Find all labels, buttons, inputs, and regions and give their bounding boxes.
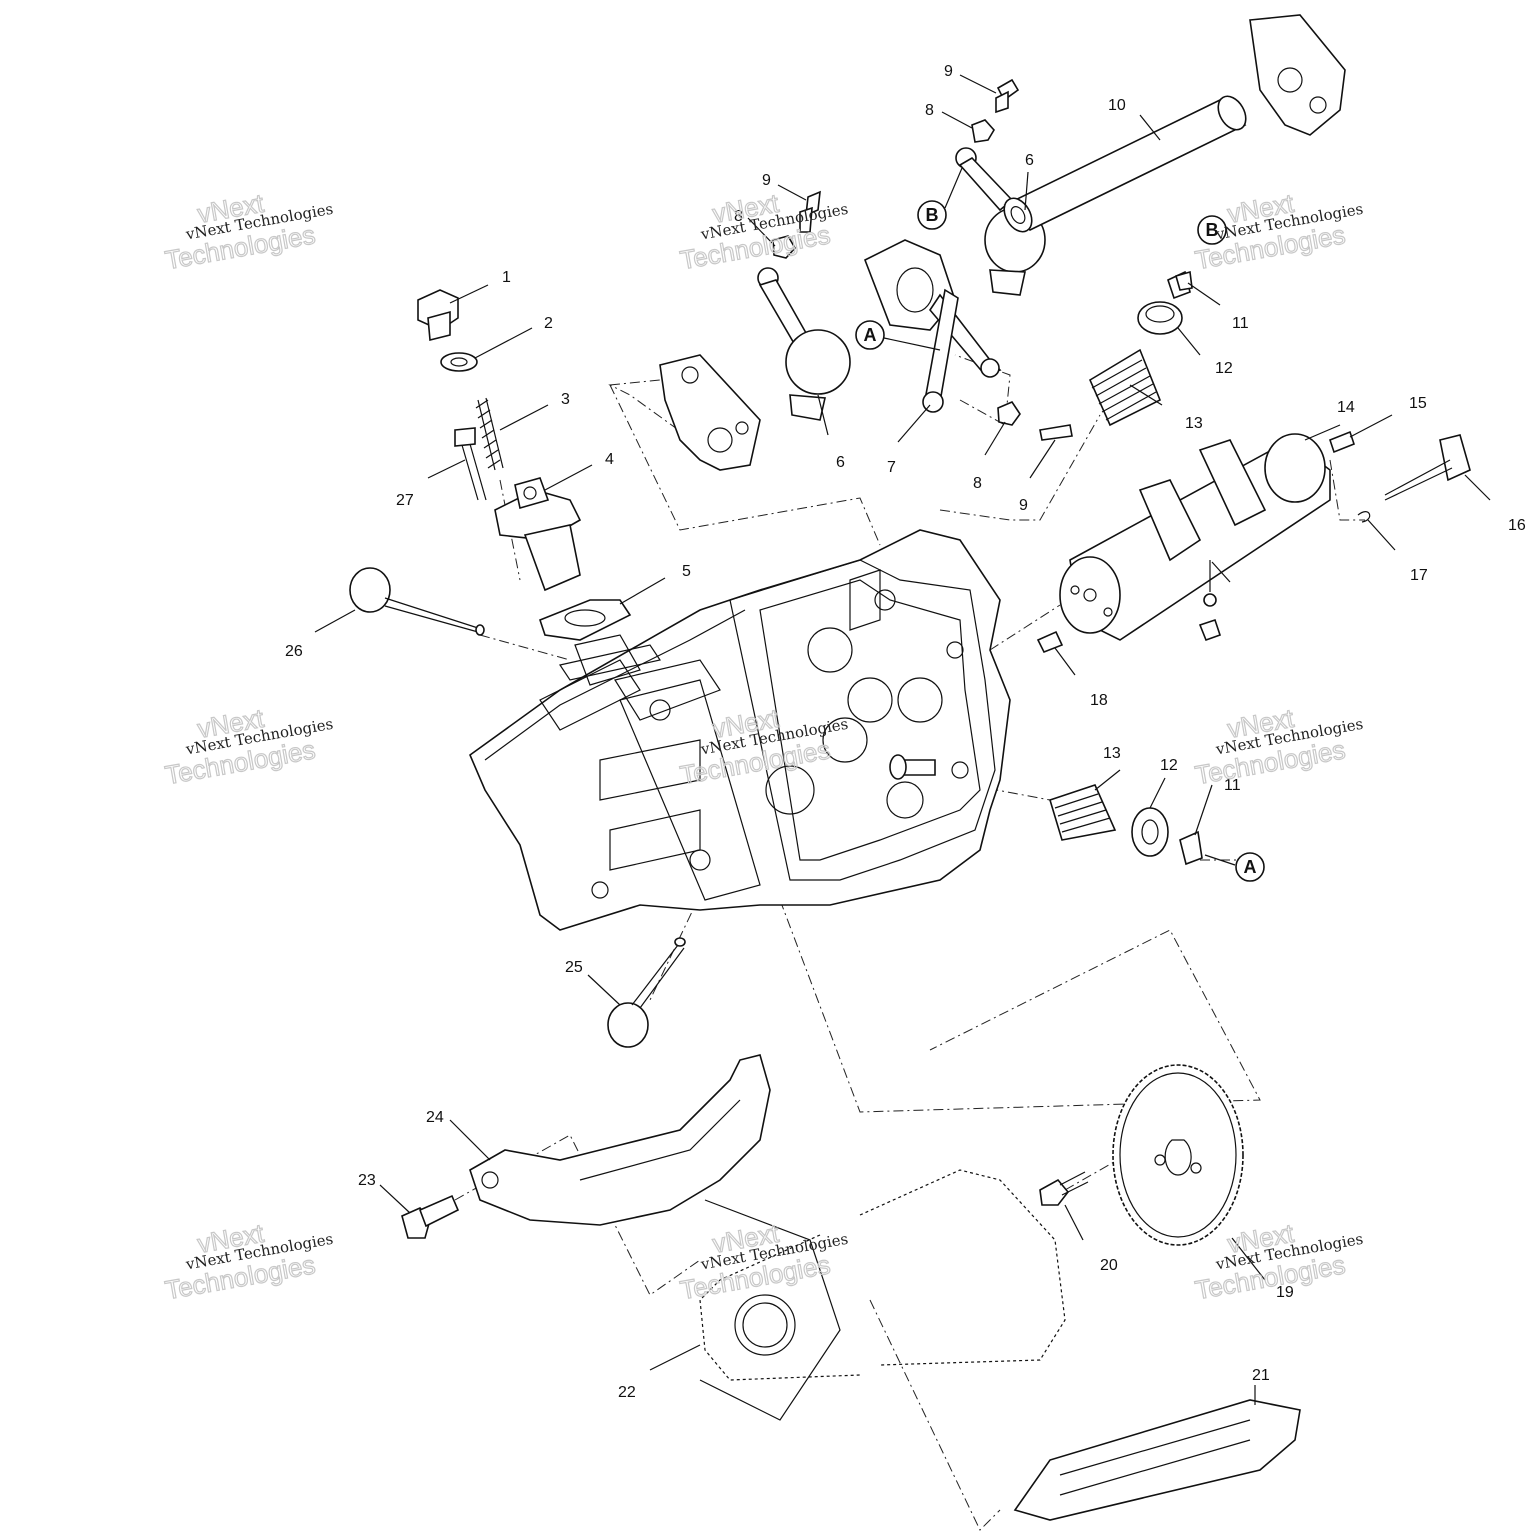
valve-spring-lower — [1049, 784, 1117, 841]
rocker-arm-left — [757, 267, 851, 421]
tensioner-gasket — [539, 599, 632, 641]
valve-spring-upper — [1088, 348, 1162, 427]
watermark: vNext vNext Technologies Technologies — [1192, 702, 1364, 791]
camshaft — [1059, 433, 1331, 641]
callout-27: 27 — [396, 492, 414, 509]
callout-23: 23 — [358, 1172, 376, 1189]
callout-12-lower: 12 — [1160, 757, 1178, 774]
decompression-shaft — [1384, 434, 1471, 501]
callout-8-lower: 8 — [973, 475, 982, 492]
callout-10: 10 — [1108, 97, 1126, 114]
watermarks: vNext vNext Technologies Technologies vN… — [162, 187, 1364, 1306]
reference-marker-A-lower: A — [1235, 852, 1265, 882]
callout-11-lower: 11 — [1224, 777, 1241, 794]
tensioner-blade — [469, 1054, 771, 1226]
dowel-pin-lower — [1036, 630, 1064, 654]
adjuster-screws — [799, 78, 1073, 441]
valve-lower — [607, 937, 686, 1048]
callout-16: 16 — [1508, 517, 1526, 534]
rocker-support-right — [1249, 14, 1346, 136]
reference-marker-B-upper: B — [917, 167, 963, 230]
tensioner-spring — [475, 397, 504, 471]
watermark: vNext vNext Technologies Technologies — [162, 1217, 334, 1306]
chain-tensioner — [494, 477, 582, 592]
svg-text:A: A — [864, 325, 877, 345]
callout-20: 20 — [1100, 1257, 1118, 1274]
sealing-washer — [440, 352, 478, 372]
callout-17: 17 — [1410, 567, 1428, 584]
callout-6-right: 6 — [1025, 152, 1034, 169]
callout-8-left: 8 — [734, 208, 743, 225]
callout-18: 18 — [1090, 692, 1108, 709]
callout-4: 4 — [605, 451, 614, 468]
dowel-pin-upper — [1329, 430, 1355, 454]
sprocket-bolt — [1039, 1171, 1089, 1206]
callout-21: 21 — [1252, 1367, 1270, 1384]
reference-marker-B-right: B — [1197, 215, 1227, 245]
callout-13-upper: 13 — [1185, 415, 1203, 432]
callout-5: 5 — [682, 563, 691, 580]
callout-14: 14 — [1337, 399, 1355, 416]
callout-7: 7 — [887, 459, 896, 476]
callout-11-upper: 11 — [1232, 315, 1249, 332]
callout-numbers: 1 2 3 4 5 6 6 7 8 8 8 9 9 9 10 11 11 12 … — [285, 63, 1526, 1401]
callout-6-left: 6 — [836, 454, 845, 471]
callout-25: 25 — [565, 959, 583, 976]
callout-8-top: 8 — [925, 102, 934, 119]
valve-upper — [349, 567, 485, 636]
pivot-bolt — [401, 1194, 460, 1239]
spring-retainer-upper — [1137, 301, 1183, 335]
svg-text:B: B — [926, 205, 939, 225]
cam-sprocket — [1112, 1064, 1244, 1246]
watermark: vNext vNext Technologies Technologies — [677, 187, 849, 276]
spring-clip — [1357, 511, 1371, 523]
watermark: vNext vNext Technologies Technologies — [162, 702, 334, 791]
callout-12-upper: 12 — [1215, 360, 1233, 377]
callout-9-left: 9 — [762, 172, 771, 189]
rocker-support-left — [659, 354, 761, 471]
svg-text:A: A — [1244, 857, 1257, 877]
callout-22: 22 — [618, 1384, 636, 1401]
callout-1: 1 — [502, 269, 511, 286]
callout-19: 19 — [1276, 1284, 1294, 1301]
callout-15: 15 — [1409, 395, 1427, 412]
callout-13-lower: 13 — [1103, 745, 1121, 762]
crank-sprocket — [699, 1199, 841, 1421]
valve-keepers-upper — [1167, 270, 1193, 300]
callout-24: 24 — [426, 1109, 444, 1126]
callout-26: 26 — [285, 643, 303, 660]
timing-chain — [699, 1169, 1066, 1381]
tensioner-bolt — [454, 427, 487, 501]
camshaft-plug — [1198, 618, 1222, 642]
cylinder-head — [469, 529, 1011, 931]
watermark: vNext vNext Technologies Technologies — [162, 187, 334, 276]
valve-keepers-lower — [1179, 830, 1203, 866]
callout-2: 2 — [544, 315, 553, 332]
spring-retainer-lower — [1131, 807, 1169, 857]
svg-text:B: B — [1206, 220, 1219, 240]
lock-nuts — [772, 119, 1021, 426]
callout-3: 3 — [561, 391, 570, 408]
chain-guide — [1013, 1399, 1301, 1521]
reference-marker-A-upper: A — [855, 320, 941, 351]
callout-9-lower: 9 — [1019, 497, 1028, 514]
rocker-shaft — [1003, 95, 1247, 233]
plug-bolt — [417, 289, 459, 342]
leader-lines — [314, 74, 1491, 1405]
callout-9-top: 9 — [944, 63, 953, 80]
rocker-arm-center — [863, 239, 1002, 413]
